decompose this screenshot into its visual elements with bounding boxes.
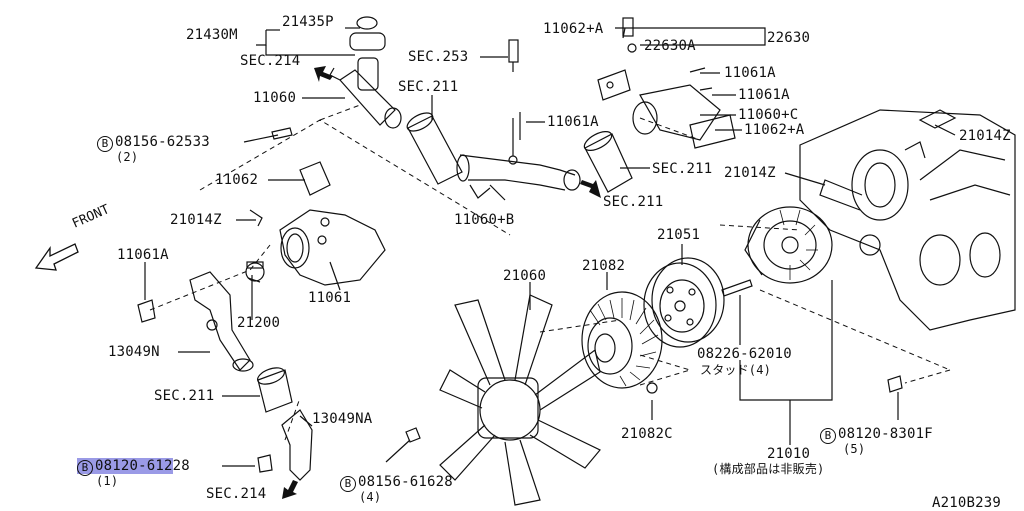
label-qty-2: (2) (116, 150, 139, 164)
bolt-symbol: B (340, 476, 356, 492)
label-22630: 22630 (767, 30, 811, 46)
label-11062A-right: 11062+A (744, 122, 805, 138)
water-pump (744, 206, 903, 393)
label-13049NA: 13049NA (312, 411, 373, 427)
sensor (508, 39, 519, 72)
label-08226-62010: 08226-62010 (697, 346, 792, 362)
label-21014Z-r2: 21014Z (724, 165, 776, 181)
label-21082C: 21082C (621, 426, 673, 442)
front-arrow (34, 243, 79, 271)
label-11062A-top: 11062+A (543, 21, 604, 37)
label-21014Z-left: 21014Z (170, 212, 222, 228)
label-11062: 11062 (215, 172, 259, 188)
cooling-fan (405, 294, 601, 506)
pulley (643, 257, 725, 348)
inlet-housing (249, 209, 386, 286)
label-11061A-r1: 11061A (724, 65, 776, 81)
label-21435P: 21435P (282, 14, 334, 30)
fan-coupling (581, 291, 663, 394)
label-sec253: SEC.253 (408, 49, 469, 65)
label-21430M: 21430M (186, 27, 238, 43)
arrows (282, 66, 601, 499)
bolt-62533 (271, 127, 293, 140)
label-qty-1: (1) (96, 474, 119, 488)
part-number: 08156-61628 (358, 474, 453, 490)
radiator-cap (329, 16, 402, 129)
pipe-13049NA (257, 409, 313, 481)
pipe-11060B (456, 112, 581, 199)
label-stud-qty: スタッド(4) (700, 363, 772, 377)
hoses (257, 112, 633, 413)
label-sec211-a: SEC.211 (398, 79, 459, 95)
pipe-13049N (189, 271, 254, 372)
label-note-not-sold: (構成部品は非販売) (712, 462, 825, 476)
label-sec211-b: SEC.211 (154, 388, 215, 404)
label-13049N: 13049N (108, 344, 160, 360)
gasket-11062 (299, 161, 331, 196)
label-21010: 21010 (767, 446, 811, 462)
label-11061A-left: 11061A (117, 247, 169, 263)
label-11060C: 11060+C (738, 107, 799, 123)
thermostat-housing (597, 17, 736, 149)
label-11061: 11061 (308, 290, 352, 306)
part-number: 08156-62533 (115, 134, 210, 150)
diagram-code: A210B239 (932, 495, 1002, 511)
label-sec214-top: SEC.214 (240, 53, 301, 69)
label-qty-5: (5) (843, 442, 866, 456)
label-sec214-bottom: SEC.214 (206, 486, 267, 502)
dashed-guides (149, 104, 951, 441)
part-number-start: 08120-612 (95, 458, 173, 474)
bolt-symbol: B (820, 428, 836, 444)
label-21014Z-r1: 21014Z (959, 128, 1011, 144)
label-11061A-r2: 11061A (738, 87, 790, 103)
label-21082: 21082 (582, 258, 626, 274)
bolt-symbol: B (97, 136, 113, 152)
label-qty-4: (4) (359, 490, 382, 504)
label-sec211-c: SEC.211 (652, 161, 713, 177)
label-21051: 21051 (657, 227, 701, 243)
label-sec211-d: SEC.211 (603, 194, 664, 210)
part-number-end: 28 (172, 458, 190, 474)
part-number: 08120-8301F (838, 426, 933, 442)
label-11061A-center: 11061A (547, 114, 599, 130)
label-11060: 11060 (253, 90, 297, 106)
label-22630A: 22630A (644, 38, 696, 54)
engine-block (799, 109, 1016, 331)
stud (721, 279, 753, 297)
label-21200: 21200 (237, 315, 281, 331)
label-11060B: 11060+B (454, 212, 515, 228)
bolt-11061A (137, 299, 156, 323)
label-21060: 21060 (503, 268, 547, 284)
thermostat (245, 261, 265, 283)
bolt-symbol: B (77, 460, 93, 476)
